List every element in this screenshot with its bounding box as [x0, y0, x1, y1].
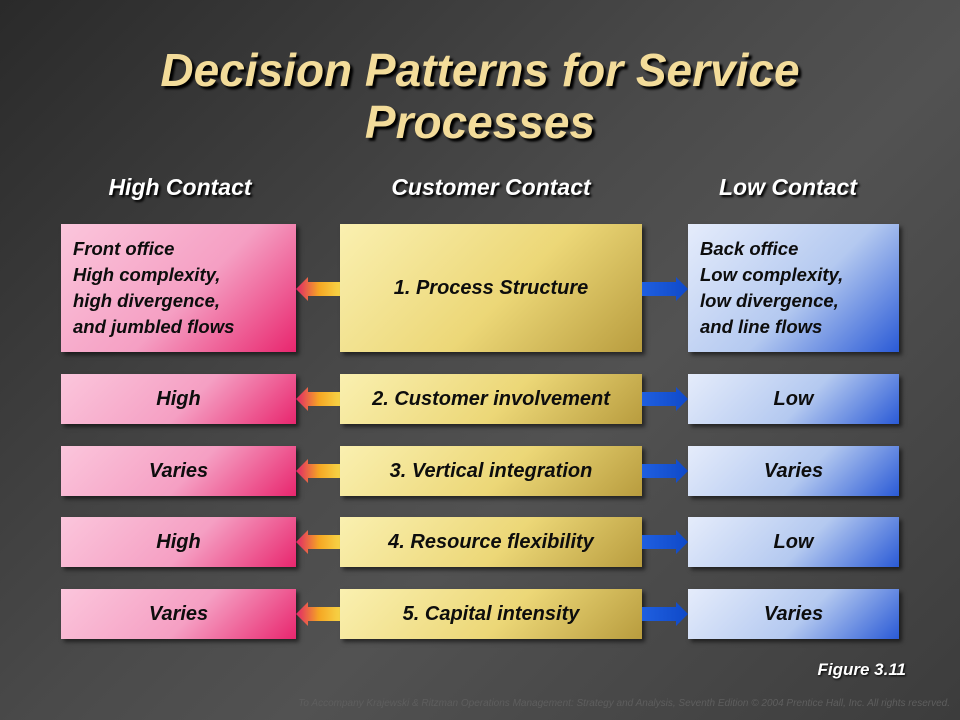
row5-left-arrow — [296, 602, 342, 626]
row5-center-label: 5. Capital intensity — [402, 602, 580, 625]
row2-center-box: 2. Customer involvement — [340, 374, 642, 424]
row4-right-box: Low — [688, 517, 899, 567]
row5-left-box: Varies — [61, 589, 296, 639]
row1-right-line3: low divergence, — [700, 290, 839, 311]
row5-center-box: 5. Capital intensity — [340, 589, 642, 639]
title-line-2: Processes — [364, 96, 596, 148]
row1-left-line1: Front office — [73, 238, 175, 259]
row1-right-box: Back office Low complexity, low divergen… — [688, 224, 899, 352]
row2-left-box: High — [61, 374, 296, 424]
row4-right-label: Low — [773, 530, 814, 553]
figure-label: Figure 3.11 — [817, 660, 907, 679]
row3-left-arrow — [296, 459, 342, 483]
row4-center-label: 4. Resource flexibility — [388, 530, 594, 553]
row4-right-arrow — [642, 530, 688, 554]
row1-center-label: 1. Process Structure — [393, 276, 589, 299]
header-low-contact: Low Contact — [719, 174, 857, 200]
row2-right-label: Low — [773, 387, 814, 410]
row1-left-line3: high divergence, — [73, 290, 221, 311]
row3-left-label: Varies — [148, 459, 209, 482]
row1-right-line4: and line flows — [700, 316, 823, 337]
row5-right-arrow — [642, 602, 688, 626]
title-line-1: Decision Patterns for Service — [160, 44, 800, 96]
row1-left-line4: and jumbled flows — [73, 316, 235, 337]
row1-right-arrow — [642, 277, 688, 301]
row1-center-box: 1. Process Structure — [340, 224, 642, 352]
row4-center-box: 4. Resource flexibility — [340, 517, 642, 567]
row5-right-box: Varies — [688, 589, 899, 639]
row2-left-arrow — [296, 387, 342, 411]
slide-title: Decision Patterns for Service Processes — [0, 44, 960, 148]
row2-center-label: 2. Customer involvement — [372, 387, 610, 410]
row4-left-label: High — [156, 530, 201, 553]
row2-left-label: High — [156, 387, 201, 410]
row3-right-arrow — [642, 459, 688, 483]
row2-right-arrow — [642, 387, 688, 411]
row5-left-label: Varies — [148, 602, 209, 625]
copyright-footer: To Accompany Krajewski & Ritzman Operati… — [298, 698, 950, 709]
row3-center-label: 3. Vertical integration — [389, 459, 593, 482]
row1-right-line2: Low complexity, — [700, 264, 844, 285]
row3-left-box: Varies — [61, 446, 296, 496]
row4-left-box: High — [61, 517, 296, 567]
header-customer-contact: Customer Contact — [391, 174, 591, 200]
row1-left-line2: High complexity, — [73, 264, 221, 285]
header-high-contact: High Contact — [108, 174, 252, 200]
row1-right-line1: Back office — [700, 238, 799, 259]
row4-left-arrow — [296, 530, 342, 554]
row1-left-arrow — [296, 277, 342, 301]
row3-center-box: 3. Vertical integration — [340, 446, 642, 496]
row3-right-box: Varies — [688, 446, 899, 496]
row1-left-box: Front office High complexity, high diver… — [61, 224, 296, 352]
row2-right-box: Low — [688, 374, 899, 424]
row5-right-label: Varies — [763, 602, 824, 625]
row3-right-label: Varies — [763, 459, 824, 482]
